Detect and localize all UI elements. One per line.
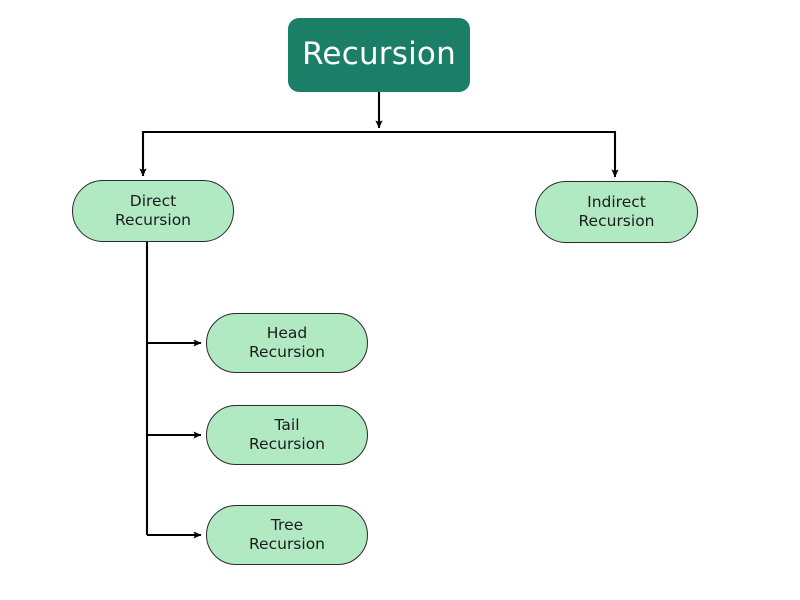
node-direct-recursion[interactable]: Direct Recursion (72, 180, 234, 242)
node-tail-recursion-label: Tail Recursion (248, 416, 326, 453)
node-direct-recursion-label: Direct Recursion (114, 192, 192, 229)
node-tail-recursion[interactable]: Tail Recursion (206, 405, 368, 465)
node-recursion[interactable]: Recursion (288, 18, 470, 92)
node-indirect-recursion[interactable]: Indirect Recursion (535, 181, 698, 243)
node-recursion-label: Recursion (302, 36, 456, 73)
node-head-recursion[interactable]: Head Recursion (206, 313, 368, 373)
node-tree-recursion-label: Tree Recursion (248, 516, 326, 553)
node-head-recursion-label: Head Recursion (248, 324, 326, 361)
node-indirect-recursion-label: Indirect Recursion (578, 193, 655, 230)
node-tree-recursion[interactable]: Tree Recursion (206, 505, 368, 565)
